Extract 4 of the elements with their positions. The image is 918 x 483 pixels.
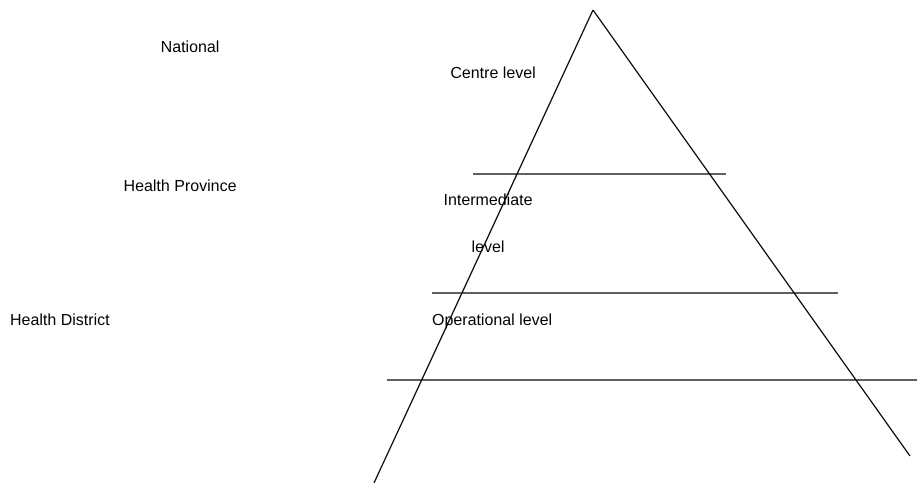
level-name: Health Province — [122, 177, 238, 197]
level-label: Centre level — [449, 64, 537, 84]
level-name: National — [160, 38, 220, 58]
level-name: Health District — [9, 311, 111, 331]
